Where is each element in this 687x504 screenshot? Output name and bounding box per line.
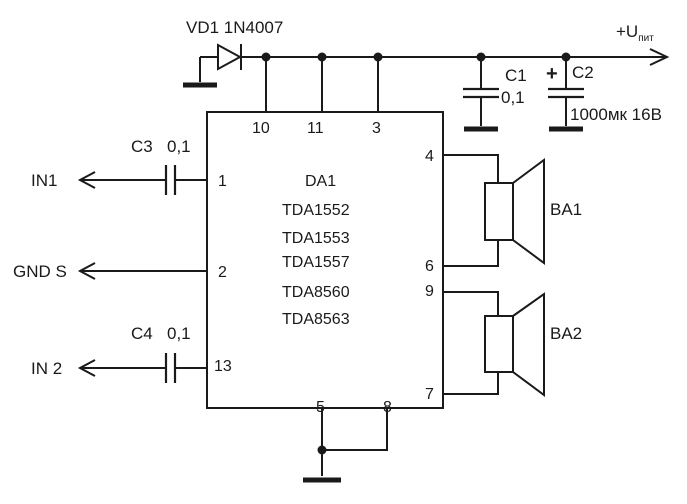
capacitor-c2 — [548, 57, 584, 132]
diode-label: VD1 1N4007 — [186, 18, 283, 37]
c2-name: C2 — [572, 63, 594, 82]
c4-name: C4 — [131, 324, 153, 343]
speaker-ba1-icon — [484, 158, 545, 265]
supply-label: +Uпит — [616, 22, 654, 44]
chip-part-4: TDA8560 — [282, 284, 350, 301]
speaker-ba1-label: BA1 — [550, 200, 582, 219]
input-in1-line — [77, 165, 207, 195]
c1-value: 0,1 — [501, 88, 525, 107]
diode-vd1 — [183, 43, 243, 88]
junction-dot — [317, 445, 327, 455]
pin-1: 1 — [218, 173, 227, 190]
speaker-ba2-icon — [484, 292, 545, 397]
c2-value: 1000мк 16В — [570, 105, 662, 124]
pin-8: 8 — [383, 399, 392, 416]
ground-bottom — [303, 408, 388, 483]
gnd-s-line — [77, 262, 207, 280]
chip-da1-body — [206, 111, 444, 409]
pin-10: 10 — [252, 120, 270, 137]
port-in1: IN1 — [31, 171, 57, 190]
supply-rail — [241, 48, 670, 66]
pin-11: 11 — [307, 120, 324, 137]
speaker-ba2-wiring — [443, 291, 499, 395]
input-in2-line — [77, 353, 207, 383]
c3-value: 0,1 — [167, 137, 191, 156]
pin-13: 13 — [214, 358, 232, 375]
c2-polarity: + — [546, 63, 558, 85]
pin-2: 2 — [218, 264, 227, 281]
c1-name: C1 — [505, 66, 527, 85]
pin-4: 4 — [425, 148, 434, 165]
port-gnd-s: GND S — [13, 262, 67, 281]
pin-5: 5 — [316, 399, 325, 416]
c4-value: 0,1 — [167, 324, 191, 343]
pin-9: 9 — [425, 283, 434, 300]
speaker-ba2-label: BA2 — [550, 324, 582, 343]
chip-part-5: TDA8563 — [282, 311, 350, 328]
pin-7: 7 — [425, 386, 434, 403]
pin-3: 3 — [372, 120, 381, 137]
chip-name: DA1 — [305, 173, 336, 190]
chip-part-2: TDA1553 — [282, 230, 350, 247]
chip-part-1: TDA1552 — [282, 202, 350, 219]
port-in2: IN 2 — [31, 359, 62, 378]
chip-part-3: TDA1557 — [282, 254, 350, 271]
capacitor-c1 — [463, 57, 499, 132]
speaker-ba1-wiring — [443, 154, 499, 267]
pin-6: 6 — [425, 258, 434, 275]
c3-name: C3 — [131, 137, 153, 156]
